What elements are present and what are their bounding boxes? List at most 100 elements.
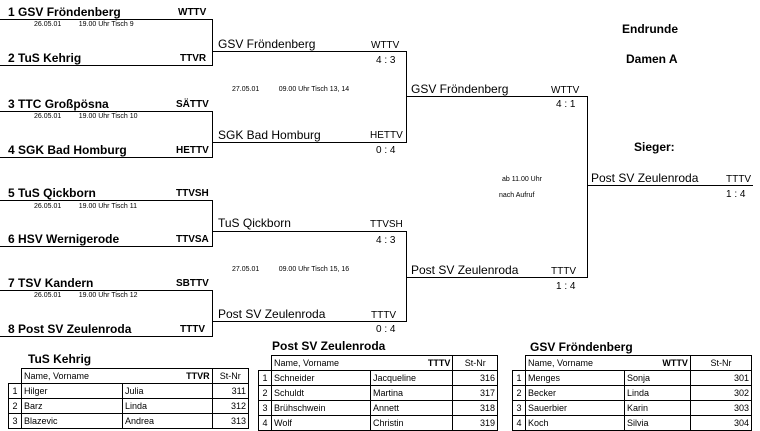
bracket-line — [212, 51, 406, 52]
table-row: 2 Becker Linda 302 — [512, 385, 753, 401]
bracket-line — [0, 200, 212, 201]
match-2-schedule: 26.05.01 19.00 Uhr Tisch 10 — [34, 113, 138, 120]
roster-assoc: TTVR — [186, 371, 210, 381]
roster-col-name: Name, Vorname — [528, 358, 594, 368]
final-note: nach Aufruf — [499, 192, 535, 199]
start-number: 304 — [689, 415, 753, 431]
row-number: 2 — [512, 385, 526, 401]
seed-5-label: 5 TuS Qickborn — [8, 186, 96, 200]
table-row: 2 Schuldt Martina 317 — [258, 385, 498, 401]
seed-4-label: 4 SGK Bad Homburg — [8, 143, 127, 157]
sf-1-score: 4 : 1 — [556, 99, 576, 110]
bracket-line — [212, 231, 406, 232]
bracket-line — [0, 290, 212, 291]
row-number: 3 — [8, 413, 22, 429]
seed-6-label: 6 HSV Wernigerode — [8, 232, 120, 246]
start-number: 301 — [689, 370, 753, 386]
bracket-line — [406, 277, 587, 278]
roster-3-title: GSV Fröndenberg — [530, 340, 633, 354]
roster-col-nr: St-Nr — [689, 355, 753, 371]
first-name: Jacqueline — [369, 370, 454, 386]
semi-1-schedule: 27.05.01 09.00 Uhr Tisch 13, 14 — [232, 86, 350, 93]
table-row: 1 Hilger Julia 311 — [8, 383, 250, 399]
seed-8-assoc: TTTV — [180, 324, 205, 335]
sf-1-assoc: WTTV — [551, 85, 580, 96]
qf-4-score: 0 : 4 — [376, 324, 396, 335]
match-1-schedule: 26.05.01 19.00 Uhr Tisch 9 — [34, 21, 134, 28]
qf-2-score: 0 : 4 — [376, 145, 396, 156]
last-name: Barz — [21, 398, 123, 414]
start-number: 312 — [211, 398, 250, 414]
bracket-line — [212, 19, 213, 66]
last-name: Sauerbier — [525, 400, 625, 416]
first-name: Silvia — [624, 415, 691, 431]
winner-label: Sieger: — [634, 140, 675, 154]
bracket-line — [212, 142, 406, 143]
table-row: 2 Barz Linda 312 — [8, 398, 250, 414]
last-name: Schuldt — [271, 385, 371, 401]
last-name: Menges — [525, 370, 625, 386]
category-title: Damen A — [626, 52, 678, 66]
match-3-schedule: 26.05.01 19.00 Uhr Tisch 11 — [34, 203, 138, 210]
row-number: 2 — [258, 385, 272, 401]
seed-2-label: 2 TuS Kehrig — [8, 51, 82, 65]
seed-3-assoc: SÄTTV — [176, 99, 209, 110]
roster-2-title: Post SV Zeulenroda — [272, 339, 386, 353]
sf-2-team: Post SV Zeulenroda — [411, 263, 519, 277]
qf-3-score: 4 : 3 — [376, 235, 396, 246]
last-name: Koch — [525, 415, 625, 431]
start-number: 316 — [452, 370, 498, 386]
table-row: 3 Blazevic Andrea 313 — [8, 413, 250, 429]
first-name: Linda — [122, 398, 213, 414]
first-name: Andrea — [122, 413, 213, 429]
last-name: Becker — [525, 385, 625, 401]
round-title: Endrunde — [622, 22, 678, 36]
last-name: Brühschwein — [271, 400, 371, 416]
seed-4-assoc: HETTV — [176, 145, 209, 156]
first-name: Annett — [369, 400, 454, 416]
table-row: 4 Koch Silvia 304 — [512, 415, 753, 431]
roster-col-nr: St-Nr — [211, 368, 250, 384]
last-name: Wolf — [271, 415, 371, 431]
first-name: Christin — [369, 415, 454, 431]
first-name: Karin — [624, 400, 691, 416]
sf-1-team: GSV Fröndenberg — [411, 82, 509, 96]
seed-2-assoc: TTVR — [180, 53, 207, 64]
bracket-line — [212, 200, 213, 247]
bracket-line — [212, 111, 213, 158]
bracket-line — [0, 246, 212, 247]
roster-assoc: WTTV — [662, 358, 688, 368]
roster-1-title: TuS Kehrig — [28, 352, 92, 366]
seed-5-assoc: TTVSH — [176, 188, 209, 199]
start-number: 311 — [211, 383, 250, 399]
qf-4-assoc: TTTV — [371, 310, 396, 321]
row-number: 3 — [258, 400, 272, 416]
seed-7-label: 7 TSV Kandern — [8, 276, 94, 290]
start-number: 302 — [689, 385, 753, 401]
table-row: 4 Wolf Christin 319 — [258, 415, 498, 431]
qf-1-team: GSV Fröndenberg — [218, 37, 316, 51]
qf-1-assoc: WTTV — [371, 40, 400, 51]
qf-3-team: TuS Qickborn — [218, 216, 291, 230]
bracket-line — [0, 65, 212, 66]
row-number: 1 — [8, 383, 22, 399]
seed-7-assoc: SBTTV — [176, 278, 209, 289]
row-number: 2 — [8, 398, 22, 414]
first-name: Sonja — [624, 370, 691, 386]
seed-6-assoc: TTVSA — [176, 234, 209, 245]
bracket-line — [212, 321, 406, 322]
roster-1-table: Name, Vorname TTVR St-Nr 1 Hilger Julia 3… — [8, 368, 250, 429]
match-4-schedule: 26.05.01 19.00 Uhr Tisch 12 — [34, 292, 138, 299]
bracket-line — [212, 290, 213, 337]
last-name: Blazevic — [21, 413, 123, 429]
last-name: Hilger — [21, 383, 123, 399]
roster-col-name: Name, Vorname — [24, 371, 90, 381]
bracket-line — [0, 111, 212, 112]
table-row: 3 Brühschwein Annett 318 — [258, 400, 498, 416]
first-name: Martina — [369, 385, 454, 401]
row-number: 4 — [512, 415, 526, 431]
champion-score: 1 : 4 — [726, 189, 746, 200]
bracket-line — [406, 231, 407, 322]
table-row: 1 Schneider Jacqueline 316 — [258, 370, 498, 386]
